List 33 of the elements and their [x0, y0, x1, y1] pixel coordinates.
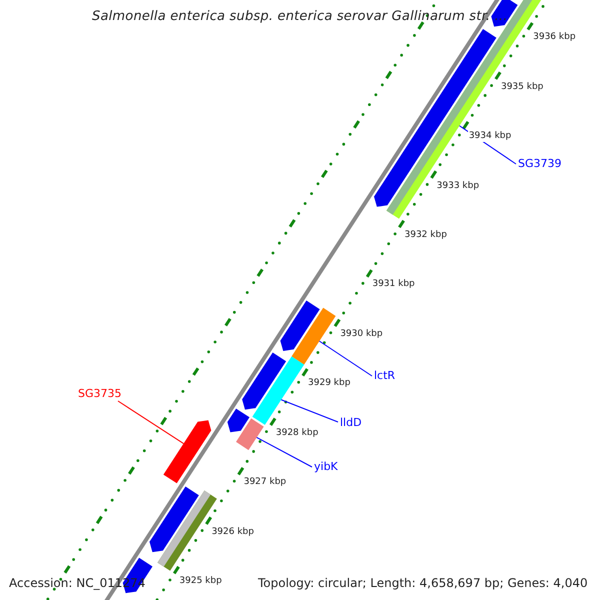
gene-feature	[163, 420, 212, 484]
tick-label: 3935 kbp	[500, 82, 544, 93]
tick-label: 3933 kbp	[436, 180, 480, 192]
tick-label: 3932 kbp	[404, 230, 448, 241]
tick-label: 3929 kbp	[307, 378, 352, 390]
leader-line	[256, 436, 312, 468]
gene-label: lctR	[374, 370, 396, 381]
gene-label: SG3735	[78, 388, 122, 399]
gene-label: yibK	[314, 461, 338, 472]
leader-line	[280, 399, 338, 422]
tick-label: 3926 kbp	[210, 526, 255, 538]
tick-label: 3927 kbp	[242, 477, 288, 488]
gene-label: SG3739	[518, 158, 562, 169]
gene-feature	[280, 300, 320, 351]
leader-line	[318, 340, 372, 376]
tick-label: 3934 kbp	[468, 131, 512, 142]
tick-label: 3931 kbp	[371, 279, 416, 290]
gene-feature	[242, 352, 286, 410]
gene-label: lldD	[340, 417, 362, 428]
gene-feature	[150, 486, 199, 552]
leader-line	[118, 400, 184, 444]
gene-bar	[236, 418, 264, 450]
gene-feature	[227, 408, 250, 432]
tick-label: 3930 kbp	[339, 328, 384, 340]
title: Salmonella enterica subsp. enterica serovar Gallinarum str. ...	[92, 10, 508, 23]
gene-bar	[292, 308, 336, 365]
gene-feature	[374, 29, 496, 207]
gene-feature	[491, 0, 518, 27]
gene-bar	[252, 356, 304, 425]
tick-label: 3928 kbp	[274, 428, 320, 439]
genome-info-text: Topology: circular; Length: 4,658,697 bp; Genes: 4,040	[258, 577, 588, 589]
tick-label: 3936 kbp	[532, 32, 577, 44]
tick-label: 3925 kbp	[178, 576, 223, 588]
